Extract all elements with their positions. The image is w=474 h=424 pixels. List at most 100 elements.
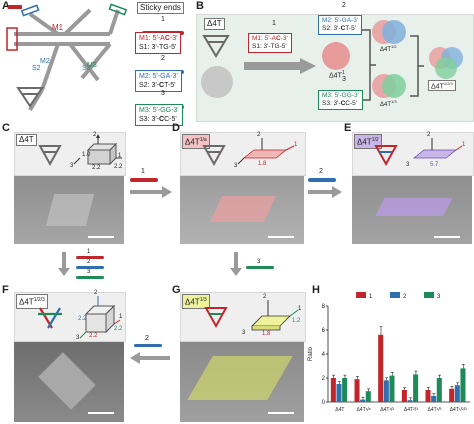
c-tag: Δ4T [16,134,37,146]
b-label-12-sup: 1/2 [391,44,397,49]
end-3-seqbox: M3: 5'-GG-3' S3: 3'-CC-5' [135,104,183,126]
cf-num-1: 1 [87,249,91,255]
g-tag-sup: 1/3 [199,297,207,303]
c-dim-3: 2.2 [114,164,123,170]
c-dim-2: 2.2 [92,165,101,171]
b-end-1-num: 1 [272,20,276,27]
b-label-13: Δ4T1/3 [380,99,397,108]
end-1-m-text: M1: 5'-A [139,35,165,42]
cf-num-3: 3 [87,269,91,275]
y-tick-label: 0 [322,400,326,406]
b-center-label-text: Δ4T [329,72,342,80]
panel-label-a: A [2,0,10,12]
x-tick-label: Δ4T¹/ᵃ [356,407,370,413]
bar-1-5 [449,388,455,402]
y-tick-label: 6 [322,328,326,334]
end-2-seqbox: M2: 5'-GA-3' S2: 3'-CT-5' [135,70,182,92]
bar-3-3 [413,374,419,402]
y-tick-label: 8 [322,304,326,310]
de-arrow-num: 2 [319,168,323,175]
end-1-s-text: S1: 3'-TG-5' [139,44,177,51]
dg-arrow-num: 3 [257,259,261,265]
end-1-m-end: -3' [169,35,178,42]
b-center-label-sup: 1 [341,70,345,76]
legend-swatch-1 [356,292,366,298]
e-tag-text: Δ4T [357,137,372,147]
b-end-3-m: M3: 5'-GG-3' [322,92,359,99]
svg-text:S3: S3 [82,65,91,72]
m3-label: M3 [87,62,97,69]
bar-3-2 [389,375,395,402]
end-2-num: 2 [161,55,165,62]
panel-label-h: H [312,284,320,296]
g-dim-2: 1.2 [292,318,301,324]
f-axis-3: 3 [76,335,80,341]
end-3-s-text: S3: 3'- [139,116,160,123]
f-tag: Δ4T1/2/3 [16,294,48,309]
panel-label-c: C [2,122,10,134]
legend-swatch-2 [390,292,400,298]
d-dim-1: 1.8 [258,161,267,167]
c-axis-2: 2 [93,132,97,138]
b-end-3-seqbox: M3: 5'-GG-3' S3: 3'-CC-5' [318,90,363,110]
b-end-1-me: -3' [280,35,288,42]
e-tag-sup: 1/2 [371,137,379,143]
b-label-12-text: Δ4T [380,47,392,53]
end-1-num: 1 [161,16,165,23]
f-axis-2: 2 [94,290,98,296]
e-sem-image [352,176,472,244]
bar-2-0 [336,384,342,402]
e-axis-3: 3 [406,162,410,168]
f-tag-sup: 1/2/3 [33,297,45,303]
cd-arrow-num: 1 [141,168,145,175]
d-tag: Δ4T1/a [182,134,210,149]
d-sem-image [180,176,304,244]
end-3-num: 3 [161,90,165,97]
end-2-s-bold: C [159,82,165,89]
b-end-1-s: S1: 3'-TG-5' [252,43,287,50]
x-tick-label: Δ4T¹/³ [428,407,442,413]
legend-swatch-3 [424,292,434,298]
end-1-m-bold: C [164,35,170,42]
e-axis-1: 1 [462,142,466,148]
b-end-3-s: S3: 3'- [322,100,341,107]
d-axis-1: 1 [294,142,298,148]
b-label-13-sup: 1/3 [391,99,397,104]
f-dim-3: 2.2 [114,326,123,332]
b-end-2-sb: C [340,25,346,32]
b-end-2-s: S2: 3'- [322,25,341,32]
g-axis-1: 1 [298,306,302,312]
c-axis-1: 1 [118,153,122,159]
bar-2-3 [407,400,413,402]
f-axis-1: 1 [119,314,123,320]
end-2-s-text: S2: 3'- [139,82,160,89]
b-end-1-m: M1: 5'-A [252,35,276,42]
b-label-12: Δ4T1/2 [380,44,397,53]
x-tick-label: Δ4T [335,407,344,413]
y-tick-label: 4 [322,352,326,358]
b-label-123-sup: 1/2/3 [443,81,453,86]
end-2-s-end: T-5' [164,82,176,89]
c-axis-3: 3 [70,163,74,169]
sticky-ends-title: Sticky ends [137,2,184,14]
bar-3-4 [436,378,442,402]
g-crystal [187,356,293,400]
bar-2-2 [383,380,389,402]
bar-1-2 [378,334,384,402]
gf-arrow-num: 2 [145,335,149,342]
d-axis-2: 2 [257,132,261,138]
panel-label-b: B [196,0,204,12]
panel-label-d: D [172,122,180,134]
b-end-3-se: C-5' [345,100,358,107]
e-axis-2: 2 [427,132,431,138]
